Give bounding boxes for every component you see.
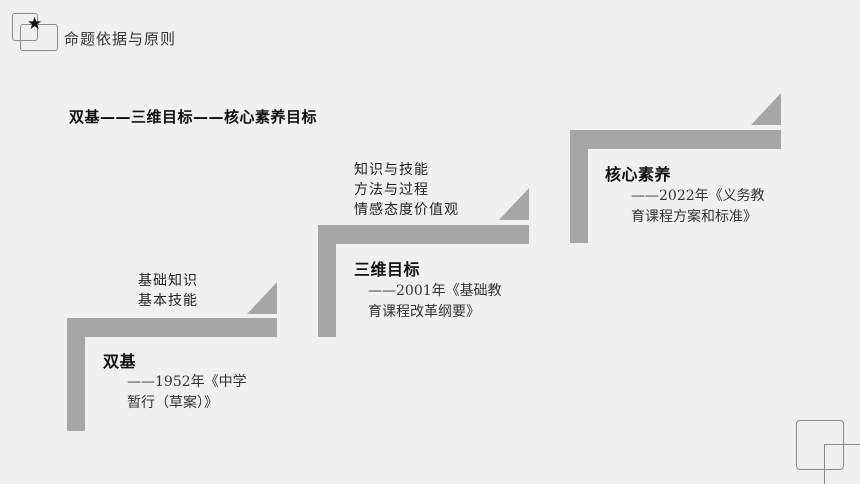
step-2-triangle bbox=[499, 188, 529, 220]
step-1-note: 基本技能 bbox=[138, 293, 198, 309]
step-1-source-line: ——1952年《中学 bbox=[127, 374, 247, 390]
corner-square-decoration bbox=[796, 420, 844, 470]
step-3-triangle bbox=[751, 93, 781, 125]
step-1-horizontal-bar bbox=[67, 318, 277, 337]
logo-square-back bbox=[12, 13, 38, 41]
step-2-note: 方法与过程 bbox=[354, 182, 429, 198]
step-1-notes: 基础知识 基本技能 bbox=[138, 271, 198, 311]
step-1-source-line: 暂行（草案）》 bbox=[127, 395, 218, 411]
step-3-source-line: ——2022年《义务教 bbox=[631, 188, 765, 204]
corner-line-horizontal bbox=[824, 444, 860, 445]
step-2-notes: 知识与技能 方法与过程 情感态度价值观 bbox=[354, 160, 459, 220]
step-1-note: 基础知识 bbox=[138, 273, 198, 289]
step-3-vertical-bar bbox=[570, 130, 588, 243]
step-3-source-line: 育课程方案和标准》 bbox=[631, 209, 757, 225]
step-2-horizontal-bar bbox=[318, 225, 529, 244]
step-3-name: 核心素养 bbox=[605, 165, 672, 184]
step-1-vertical-bar bbox=[67, 318, 85, 431]
step-1-name: 双基 bbox=[103, 352, 137, 371]
diagram-subtitle: 双基——三维目标——核心素养目标 bbox=[69, 108, 318, 126]
step-2-note: 情感态度价值观 bbox=[354, 202, 459, 218]
step-2-name: 三维目标 bbox=[354, 260, 421, 279]
step-3-source: ——2022年《义务教 育课程方案和标准》 bbox=[631, 186, 765, 228]
step-1-source: ——1952年《中学 暂行（草案）》 bbox=[127, 372, 247, 414]
step-2-source: ——2001年《基础教 育课程改革纲要》 bbox=[368, 281, 502, 323]
logo-square-front bbox=[20, 24, 58, 51]
step-1-triangle bbox=[247, 282, 277, 314]
step-2-source-line: 育课程改革纲要》 bbox=[368, 304, 480, 320]
step-2-vertical-bar bbox=[318, 225, 336, 337]
corner-line-vertical bbox=[824, 444, 825, 484]
step-2-source-line: ——2001年《基础教 bbox=[368, 283, 502, 299]
step-2-note: 知识与技能 bbox=[354, 162, 429, 178]
step-3-horizontal-bar bbox=[570, 130, 781, 149]
page-title: 命题依据与原则 bbox=[64, 30, 177, 48]
star-icon: ★ bbox=[27, 14, 43, 34]
